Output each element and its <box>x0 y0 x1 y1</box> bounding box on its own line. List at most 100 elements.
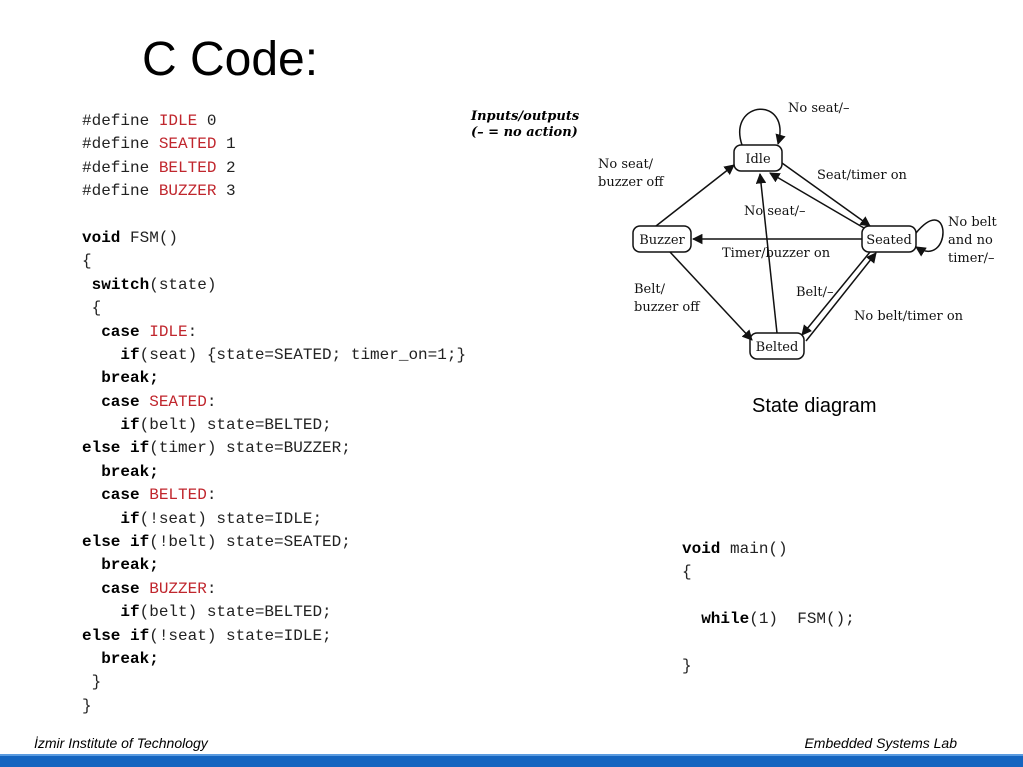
state-idle: Idle <box>733 144 783 172</box>
code-text: : <box>187 322 198 341</box>
state-seated: Seated <box>861 225 917 253</box>
fsm-code-line <box>82 204 466 227</box>
code-keyword: case <box>101 392 140 411</box>
fsm-code-line: switch(state) <box>82 274 466 297</box>
code-text <box>82 556 101 574</box>
code-text: : <box>206 486 217 505</box>
footer-accent-bar <box>0 756 1023 767</box>
fsm-code-line: case SEATED: <box>82 391 466 414</box>
code-text <box>82 580 101 598</box>
code-keyword: while <box>701 610 750 629</box>
code-text <box>682 610 701 628</box>
edge-buzzer-to-idle-label-1: No seat/ <box>598 157 654 172</box>
fsm-code-line: } <box>82 695 466 718</box>
code-text <box>82 369 101 387</box>
code-text: { <box>82 252 92 271</box>
code-keyword: if <box>120 416 140 435</box>
footer-lab-name: Embedded Systems Lab <box>804 735 957 751</box>
diagram-legend-line-2: (– = no action) <box>471 125 578 140</box>
state-belted: Belted <box>749 332 805 360</box>
code-text: (belt) state=BELTED; <box>139 603 332 622</box>
code-text: } <box>82 673 102 692</box>
code-keyword: else if <box>82 626 150 645</box>
fsm-code-line: else if(!seat) state=IDLE; <box>82 625 466 648</box>
code-text: 3 <box>216 182 236 201</box>
edge-seated-to-idle-label: No seat/– <box>744 204 806 219</box>
code-text <box>140 486 150 504</box>
edge-idle-self-label: No seat/– <box>788 101 850 116</box>
edge-buzzer-to-belted <box>669 251 753 341</box>
code-constant: IDLE <box>149 322 188 341</box>
code-text <box>82 510 120 528</box>
edge-buzzer-to-belted-label-2: buzzer off <box>634 300 701 315</box>
code-text: (!belt) state=SEATED; <box>149 533 351 552</box>
code-text: (!seat) state=IDLE; <box>149 626 332 645</box>
code-text: main() <box>720 540 788 558</box>
code-constant: BELTED <box>149 486 207 505</box>
main-code-line: while(1) FSM(); <box>682 608 855 631</box>
code-text: (seat) {state=SEATED; timer_on=1;} <box>139 345 467 364</box>
code-keyword: if <box>120 509 140 528</box>
edge-belted-to-seated-label: No belt/timer on <box>854 309 964 324</box>
code-text <box>82 346 120 364</box>
fsm-code-line: if(belt) state=BELTED; <box>82 414 466 437</box>
code-text <box>140 323 150 341</box>
diagram-caption: State diagram <box>752 395 877 417</box>
fsm-code-line: void FSM() <box>82 227 466 250</box>
code-text: #define <box>82 112 159 130</box>
code-text <box>140 580 150 598</box>
fsm-code-block: #define IDLE 0#define SEATED 1#define BE… <box>82 110 466 718</box>
edge-seated-self <box>915 219 944 257</box>
code-text: FSM() <box>120 228 179 247</box>
code-text <box>82 276 92 294</box>
code-keyword: break; <box>101 649 159 668</box>
main-code-block: void main(){ while(1) FSM();} <box>682 538 855 678</box>
code-text <box>82 486 101 504</box>
fsm-code-line: if(!seat) state=IDLE; <box>82 508 466 531</box>
fsm-code-line: break; <box>82 648 466 671</box>
code-text: (timer) state=BUZZER; <box>149 439 351 458</box>
fsm-code-line: #define SEATED 1 <box>82 133 466 156</box>
code-constant: SEATED <box>158 135 217 154</box>
code-text: : <box>206 579 217 598</box>
edge-seated-self-label-1: No belt <box>948 215 998 230</box>
diagram-legend: Inputs/outputs (– = no action) <box>471 109 579 141</box>
fsm-code-line: break; <box>82 554 466 577</box>
edge-buzzer-to-belted-label-1: Belt/ <box>634 282 666 297</box>
code-constant: BUZZER <box>158 182 217 201</box>
code-keyword: case <box>101 322 140 341</box>
state-belted-label: Belted <box>756 340 799 355</box>
edge-belted-to-seated <box>805 252 877 342</box>
code-text <box>82 393 101 411</box>
fsm-code-line: if(belt) state=BELTED; <box>82 601 466 624</box>
slide-title: C Code: <box>142 33 319 86</box>
fsm-code-line: { <box>82 250 466 273</box>
code-keyword: switch <box>91 275 150 294</box>
code-text: (1) FSM(); <box>749 610 855 629</box>
fsm-code-line: #define BELTED 2 <box>82 157 466 180</box>
code-constant: BUZZER <box>149 579 207 598</box>
state-seated-label: Seated <box>866 233 912 248</box>
code-keyword: case <box>101 486 140 505</box>
edge-seated-self-label-3: timer/– <box>948 251 995 266</box>
fsm-code-line: case BUZZER: <box>82 578 466 601</box>
fsm-code-line: #define IDLE 0 <box>82 110 466 133</box>
code-text: 1 <box>216 135 236 154</box>
code-keyword: case <box>101 579 140 598</box>
code-text: (belt) state=BELTED; <box>139 416 332 435</box>
code-text: 0 <box>197 112 217 130</box>
code-text <box>82 323 101 341</box>
code-text: { <box>82 299 102 318</box>
edge-belted-to-idle <box>755 172 778 334</box>
edge-idle-to-seated <box>781 162 871 227</box>
code-text: #define <box>82 135 159 154</box>
code-text: (!seat) state=IDLE; <box>139 509 323 528</box>
code-text: 2 <box>216 158 236 177</box>
code-keyword: else if <box>82 439 150 458</box>
code-text <box>82 650 101 668</box>
main-code-line: void main() <box>682 538 855 561</box>
edge-idle-to-seated-label: Seat/timer on <box>817 168 908 183</box>
code-keyword: break; <box>101 556 159 575</box>
main-code-line <box>682 585 855 608</box>
edge-seated-to-buzzer-label: Timer/buzzer on <box>722 246 831 261</box>
